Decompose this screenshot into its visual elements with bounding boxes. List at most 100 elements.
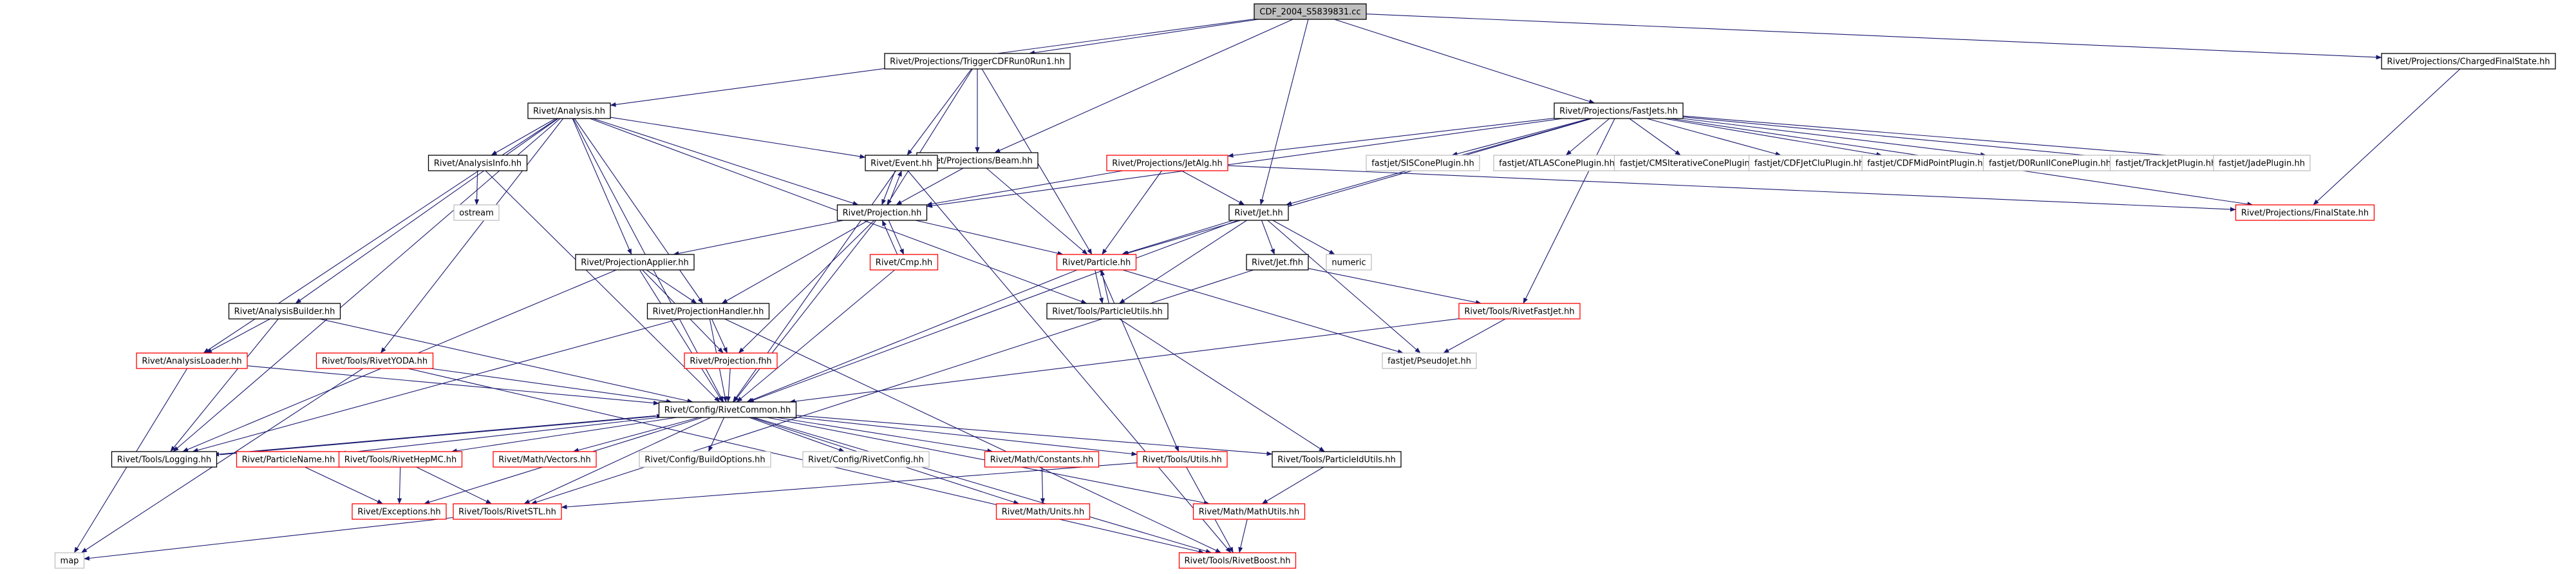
node-trig[interactable]: Rivet/Projections/TriggerCDFRun0Run1.hh <box>884 53 1071 70</box>
node-buildopts[interactable]: Rivet/Config/BuildOptions.hh <box>639 451 771 468</box>
node-label: Rivet/Projection.hh <box>843 209 922 218</box>
node-label: Rivet/Tools/Utils.hh <box>1142 455 1221 465</box>
node-box <box>1458 303 1581 320</box>
node-label: ostream <box>459 209 494 218</box>
node-box <box>1178 552 1297 569</box>
edge-putils-to-particle <box>1100 269 1109 304</box>
node-numeric[interactable]: numeric <box>1326 254 1372 271</box>
node-chfs[interactable]: Rivet/Projections/ChargedFinalState.hh <box>2381 53 2556 70</box>
node-label: Rivet/Jet.fhh <box>1252 258 1303 268</box>
node-abuilder[interactable]: Rivet/AnalysisBuilder.hh <box>228 303 341 320</box>
node-aloader[interactable]: Rivet/AnalysisLoader.hh <box>136 352 248 369</box>
edge-pidutils-to-mathutils <box>1261 466 1324 504</box>
edge-rhepmc-to-exceptions <box>397 466 402 504</box>
node-cmp[interactable]: Rivet/Cmp.hh <box>869 254 939 271</box>
node-label: Rivet/Tools/RivetFastJet.hh <box>1464 307 1574 317</box>
node-jetfhh[interactable]: Rivet/Jet.fhh <box>1246 254 1309 271</box>
node-map[interactable]: map <box>54 552 85 569</box>
node-projfhh[interactable]: Rivet/Projection.fhh <box>684 352 778 369</box>
node-label: Rivet/Projection.fhh <box>690 357 771 367</box>
node-logging[interactable]: Rivet/Tools/Logging.hh <box>111 451 218 468</box>
node-rstl[interactable]: Rivet/Tools/RivetSTL.hh <box>453 503 562 520</box>
node-phandler[interactable]: Rivet/ProjectionHandler.hh <box>646 303 770 320</box>
node-units[interactable]: Rivet/Math/Units.hh <box>995 503 1091 520</box>
node-rfastjet[interactable]: Rivet/Tools/RivetFastJet.hh <box>1458 303 1581 320</box>
edge-fastjets-to-jetalg <box>1227 118 1555 158</box>
node-particle[interactable]: Rivet/Particle.hh <box>1056 254 1137 271</box>
edge-root-to-beam <box>994 19 1293 153</box>
node-ainfo[interactable]: Rivet/AnalysisInfo.hh <box>428 155 528 171</box>
node-box <box>2235 204 2375 221</box>
node-mathutils[interactable]: Rivet/Math/MathUtils.hh <box>1192 503 1306 520</box>
node-analysis[interactable]: Rivet/Analysis.hh <box>527 102 611 119</box>
node-ostream[interactable]: ostream <box>453 204 500 221</box>
edge-analysis-to-papplier <box>572 118 632 255</box>
node-atlas[interactable]: fastjet/ATLASConePlugin.hh <box>1493 155 1621 171</box>
edge-ainfo-to-common <box>485 170 720 403</box>
node-pname[interactable]: Rivet/ParticleName.hh <box>236 451 341 468</box>
node-box <box>54 552 85 569</box>
node-label: fastjet/CMSIterativeConePlugin.hh <box>1620 159 1763 169</box>
node-label: Rivet/ParticleName.hh <box>242 455 335 465</box>
node-label: Rivet/Jet.hh <box>1234 209 1283 218</box>
node-pidutils[interactable]: Rivet/Tools/ParticleIdUtils.hh <box>1272 451 1402 468</box>
node-label: Rivet/Math/Constants.hh <box>990 455 1094 465</box>
node-label: CDF_2004_S5839831.cc <box>1259 8 1360 17</box>
node-fs[interactable]: Rivet/Projections/FinalState.hh <box>2235 204 2375 221</box>
edge-rstl-to-map <box>84 517 454 561</box>
node-fastjets[interactable]: Rivet/Projections/FastJets.hh <box>1554 102 1684 119</box>
node-label: fastjet/CDFMidPointPlugin.hh <box>1867 159 1988 169</box>
edge-logging-to-common <box>220 414 663 455</box>
edge-common-to-utils <box>796 417 1138 457</box>
node-label: Rivet/Projections/TriggerCDFRun0Run1.hh <box>890 57 1065 67</box>
node-rhepmc[interactable]: Rivet/Tools/RivetHepMC.hh <box>338 451 463 468</box>
node-vectors[interactable]: Rivet/Math/Vectors.hh <box>493 451 597 468</box>
node-common[interactable]: Rivet/Config/RivetCommon.hh <box>658 401 797 418</box>
node-event[interactable]: Rivet/Event.hh <box>865 155 938 171</box>
node-root[interactable]: CDF_2004_S5839831.cc <box>1254 3 1367 20</box>
edge-projection-to-projfhh <box>738 220 875 354</box>
node-projection[interactable]: Rivet/Projection.hh <box>836 204 928 221</box>
edge-common-to-boost <box>753 417 1212 554</box>
node-cdfmp[interactable]: fastjet/CDFMidPointPlugin.hh <box>1861 155 1994 171</box>
node-ryoda[interactable]: Rivet/Tools/RivetYODA.hh <box>315 352 434 369</box>
node-constants[interactable]: Rivet/Math/Constants.hh <box>984 451 1100 468</box>
node-label: fastjet/D0RunIIConePlugin.hh <box>1989 159 2111 169</box>
edge-cmp-to-common <box>737 269 895 403</box>
edge-jet-to-particle <box>1121 220 1234 255</box>
edge-fastjets-to-track <box>1682 116 2111 160</box>
node-label: fastjet/JadePlugin.hh <box>2219 159 2305 169</box>
node-label: Rivet/Projections/FinalState.hh <box>2241 209 2369 218</box>
edge-analysis-to-phandler <box>574 118 704 304</box>
node-cdfjc[interactable]: fastjet/CDFJetCluPlugin.hh <box>1748 155 1870 171</box>
node-jet[interactable]: Rivet/Jet.hh <box>1228 204 1289 221</box>
edge-trig-to-event <box>907 68 972 156</box>
node-exceptions[interactable]: Rivet/Exceptions.hh <box>352 503 447 520</box>
node-jetalg[interactable]: Rivet/Projections/JetAlg.hh <box>1106 155 1228 171</box>
node-box <box>1254 3 1367 20</box>
node-papplier[interactable]: Rivet/ProjectionApplier.hh <box>575 254 695 271</box>
node-pseudojet[interactable]: fastjet/PseudoJet.hh <box>1382 352 1477 369</box>
node-rconfig[interactable]: Rivet/Config/RivetConfig.hh <box>802 451 930 468</box>
node-boost[interactable]: Rivet/Tools/RivetBoost.hh <box>1178 552 1297 569</box>
node-track[interactable]: fastjet/TrackJetPlugin.hh <box>2109 155 2223 171</box>
node-putils[interactable]: Rivet/Tools/ParticleUtils.hh <box>1046 303 1169 320</box>
node-jade[interactable]: fastjet/JadePlugin.hh <box>2213 155 2311 171</box>
node-cms[interactable]: fastjet/CMSIterativeConePlugin.hh <box>1613 155 1769 171</box>
node-utils[interactable]: Rivet/Tools/Utils.hh <box>1136 451 1228 468</box>
node-sis[interactable]: fastjet/SISConePlugin.hh <box>1366 155 1480 171</box>
node-box <box>315 352 434 369</box>
edge-aloader-to-common <box>247 365 659 406</box>
node-label: Rivet/Config/RivetConfig.hh <box>808 455 924 465</box>
node-box <box>1272 451 1402 468</box>
node-label: Rivet/Tools/RivetSTL.hh <box>458 508 556 517</box>
edge-beam-to-particle <box>986 167 1088 255</box>
edge-trig-to-projection <box>887 68 973 206</box>
edge-projection-to-particle <box>915 220 1064 256</box>
edge-papplier-to-common <box>639 269 723 403</box>
node-box <box>1326 254 1372 271</box>
edge-analysis-to-logging <box>173 118 561 452</box>
node-box <box>228 303 341 320</box>
node-d0[interactable]: fastjet/D0RunIIConePlugin.hh <box>1982 155 2118 171</box>
